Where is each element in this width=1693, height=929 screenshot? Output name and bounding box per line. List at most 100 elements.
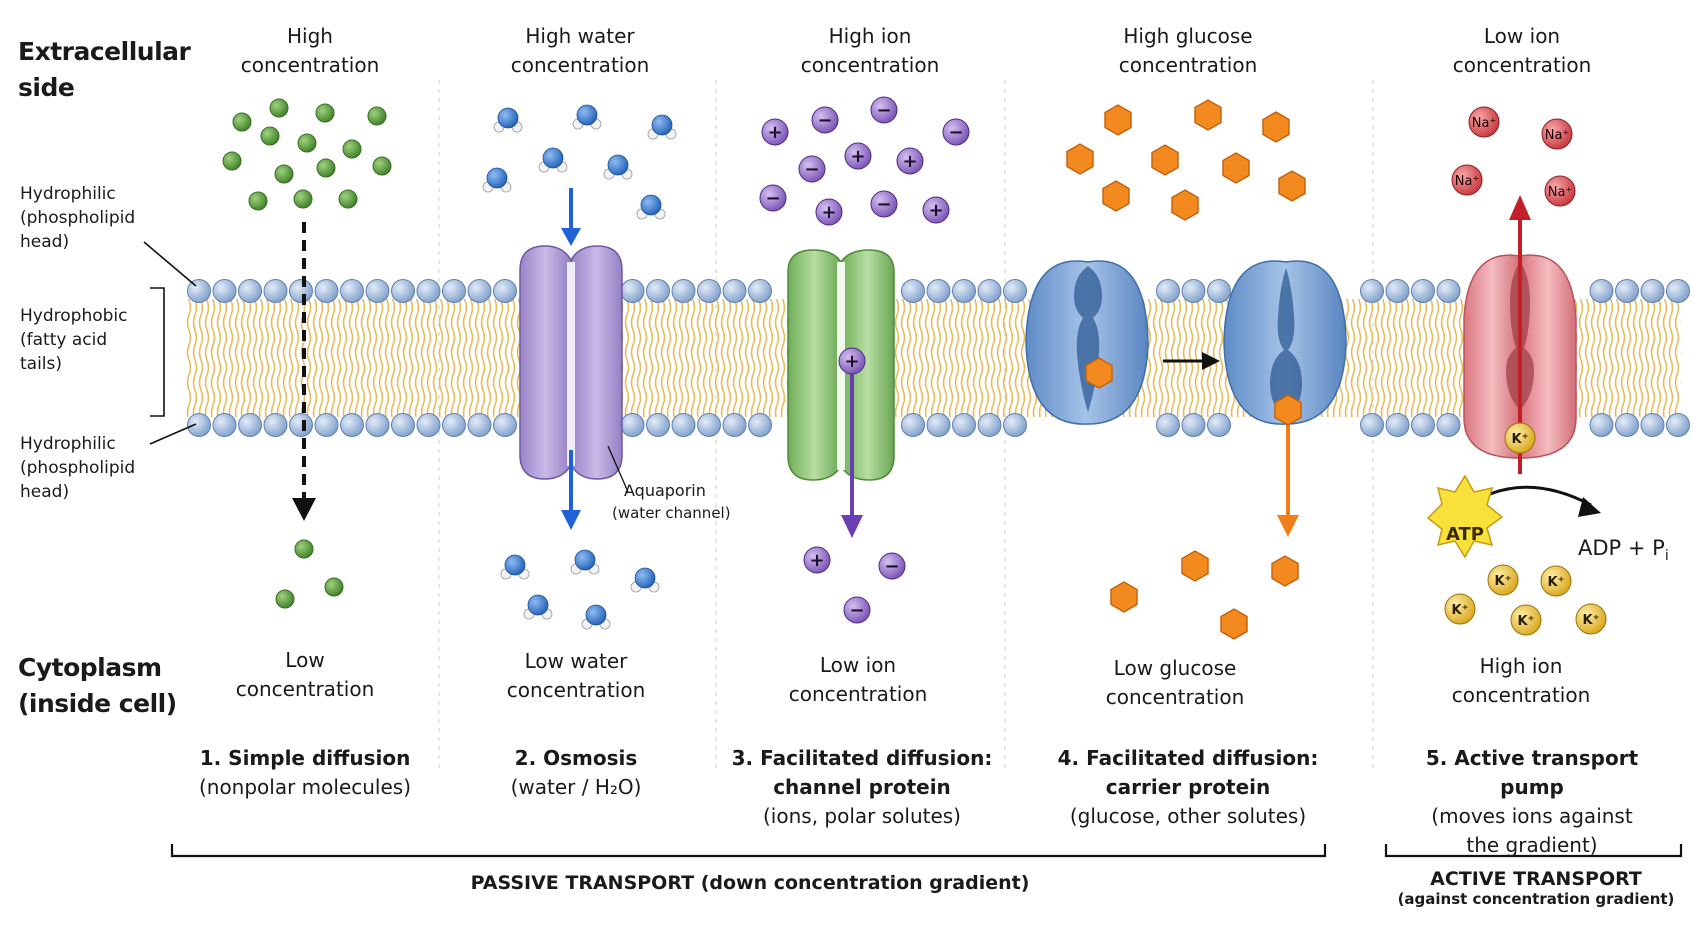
svg-text:K⁺: K⁺ <box>1518 614 1535 629</box>
bottom-label-4-line1: Low glucose <box>1113 656 1237 680</box>
phospholipid-head <box>697 279 721 303</box>
phospholipid-head <box>1666 279 1690 303</box>
title-4-sub: (glucose, other solutes) <box>1069 804 1307 828</box>
phospholipid-head <box>1360 413 1384 437</box>
title-5-sub: (moves ions against <box>1431 804 1633 828</box>
hydrophilic-bottom-line3: head) <box>20 482 70 502</box>
bottom-label-1-line2: concentration <box>235 677 375 701</box>
adp-label: ADP + Pi <box>1578 536 1669 564</box>
cytoplasm-line2: (inside cell) <box>18 689 177 718</box>
title-carrier-protein: 4. Facilitated diffusion: carrier protei… <box>1044 744 1332 831</box>
active-transport-title: ACTIVE TRANSPORT <box>1430 868 1642 890</box>
aquaporin-pointer <box>607 445 629 493</box>
active-transport-label: ACTIVE TRANSPORT (against concentration … <box>1386 868 1686 908</box>
svg-text:K⁺: K⁺ <box>1452 603 1469 618</box>
title-5-sub2: the gradient) <box>1466 833 1598 857</box>
ion: + <box>844 142 872 170</box>
phospholipid-head <box>365 413 390 437</box>
phospholipid-head <box>314 279 339 303</box>
aquaporin-line1: Aquaporin <box>624 481 706 500</box>
hydrophobic-line2: (fatty acid <box>20 330 108 350</box>
active-transport-sub: (against concentration gradient) <box>1397 890 1675 908</box>
phospholipid-head <box>671 413 696 437</box>
ions: +−−−++−−+−+++−− <box>759 96 970 624</box>
svg-text:+: + <box>844 351 859 372</box>
carrier-protein-open-outside <box>1025 260 1149 425</box>
aquaporin-line2: (water channel) <box>612 504 731 522</box>
svg-text:Na⁺: Na⁺ <box>1545 128 1570 143</box>
potassium-ion: K⁺ <box>1444 593 1476 625</box>
phospholipid-head <box>340 413 364 437</box>
glucose-molecule <box>1102 180 1130 212</box>
cytoplasm-label: Cytoplasm (inside cell) <box>18 650 198 722</box>
top-label-1-line2: concentration <box>240 53 380 77</box>
phospholipid-head <box>1360 279 1384 303</box>
hydrophilic-bottom-line1: Hydrophilic <box>20 434 116 454</box>
phospholipid-head <box>289 413 313 437</box>
brackets <box>170 844 1683 858</box>
top-label-5-line1: Low ion <box>1483 24 1561 48</box>
aquaporin-label: Aquaporin (water channel) <box>612 480 731 524</box>
phospholipid-head <box>901 413 925 437</box>
bottom-label-1-line1: Low <box>285 648 325 672</box>
extracellular-label: Extracellular side <box>18 37 191 102</box>
svg-text:−: − <box>804 159 819 180</box>
phospholipid-head <box>187 279 211 303</box>
ion: + <box>803 546 831 574</box>
sodium-ion: Na⁺ <box>1451 164 1483 196</box>
phospholipid-head <box>1207 279 1231 303</box>
potassium-ions: K⁺K⁺K⁺K⁺K⁺K⁺ <box>1444 422 1607 636</box>
svg-text:Na⁺: Na⁺ <box>1548 185 1573 200</box>
phospholipid-head <box>187 413 211 437</box>
water-molecule <box>538 147 568 173</box>
phospholipid-head <box>1003 279 1027 303</box>
svg-text:+: + <box>821 202 836 223</box>
top-label-2-line1: High water <box>525 24 635 48</box>
ion: − <box>798 155 826 183</box>
ion: − <box>942 118 970 146</box>
phospholipid-head <box>442 413 466 437</box>
water-molecule <box>570 549 600 575</box>
cytoplasm-line1: Cytoplasm <box>18 653 162 682</box>
phospholipid-head <box>671 279 696 303</box>
phospholipid-head <box>901 279 925 303</box>
svg-text:−: − <box>876 194 891 215</box>
phospholipid-head <box>722 279 747 303</box>
phospholipid-head <box>1385 413 1410 437</box>
carrier-protein-open-inside <box>1223 260 1347 425</box>
phospholipid-head <box>238 413 262 437</box>
ion: − <box>811 106 839 134</box>
osmosis-arrows <box>561 188 581 530</box>
phospholipid-head <box>416 279 441 303</box>
phospholipid-head <box>1436 279 1461 303</box>
adp-subscript: i <box>1664 548 1669 565</box>
phospholipid-head <box>1436 413 1461 437</box>
phospholipid-head <box>1411 279 1435 303</box>
aquaporin-protein <box>519 245 623 480</box>
title-1-heading: 1. Simple diffusion <box>199 746 411 770</box>
phospholipid-head <box>1589 279 1614 303</box>
phospholipid-head <box>442 279 466 303</box>
title-channel-protein: 3. Facilitated diffusion: channel protei… <box>728 744 996 831</box>
sodium-ions: Na⁺Na⁺Na⁺Na⁺ <box>1451 106 1576 207</box>
title-active-transport: 5. Active transport pump (moves ions aga… <box>1392 744 1672 860</box>
glucose-molecule <box>1271 555 1299 587</box>
ion: + <box>896 147 924 175</box>
title-5-heading: 5. Active transport pump <box>1425 746 1639 799</box>
water-molecules <box>482 104 677 630</box>
glucose-molecule <box>1220 608 1248 640</box>
svg-text:−: − <box>884 556 899 577</box>
hydrophobic-tails-band <box>186 299 1681 417</box>
phospholipid-head <box>467 279 492 303</box>
phospholipid-head <box>1156 413 1180 437</box>
phospholipid-head <box>646 413 670 437</box>
bottom-label-2-line1: Low water <box>524 649 628 673</box>
phospholipid-head <box>263 279 288 303</box>
bottom-label-5-line2: concentration <box>1451 683 1591 707</box>
carrier-arrow <box>1277 410 1299 537</box>
phospholipid-head <box>1666 413 1690 437</box>
svg-text:K⁺: K⁺ <box>1512 432 1529 447</box>
phospholipid-head <box>952 279 976 303</box>
phospholipid-heads <box>187 279 1690 437</box>
